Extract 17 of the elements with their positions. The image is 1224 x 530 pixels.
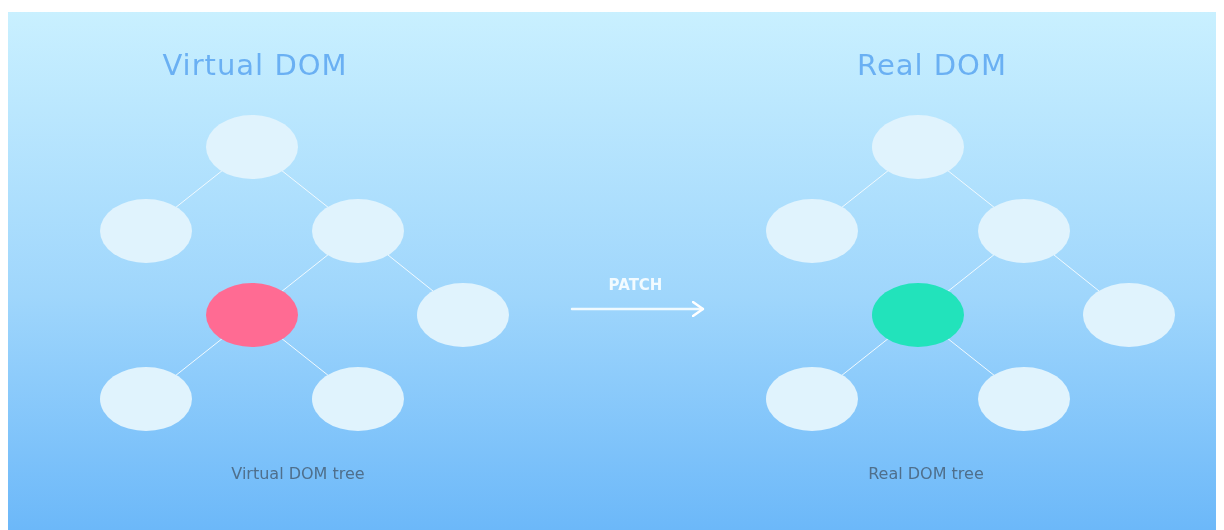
connector-line bbox=[175, 338, 223, 376]
connector-line bbox=[281, 338, 329, 376]
connector-line bbox=[841, 170, 889, 208]
connector-line bbox=[281, 254, 329, 292]
caption: Real DOM tree bbox=[867, 464, 985, 483]
connector-line bbox=[175, 170, 223, 208]
connector-line bbox=[947, 338, 995, 376]
connector-line bbox=[387, 254, 434, 292]
connector-line bbox=[1053, 254, 1100, 292]
connector-line bbox=[281, 170, 329, 208]
connector-line bbox=[841, 338, 889, 376]
connector-line bbox=[947, 170, 995, 208]
heading: Real DOM bbox=[856, 48, 1008, 82]
heading: Virtual DOM bbox=[161, 48, 349, 82]
connector-line bbox=[947, 254, 995, 292]
caption: Virtual DOM tree bbox=[230, 464, 366, 483]
arrow-label: PATCH bbox=[608, 276, 663, 294]
